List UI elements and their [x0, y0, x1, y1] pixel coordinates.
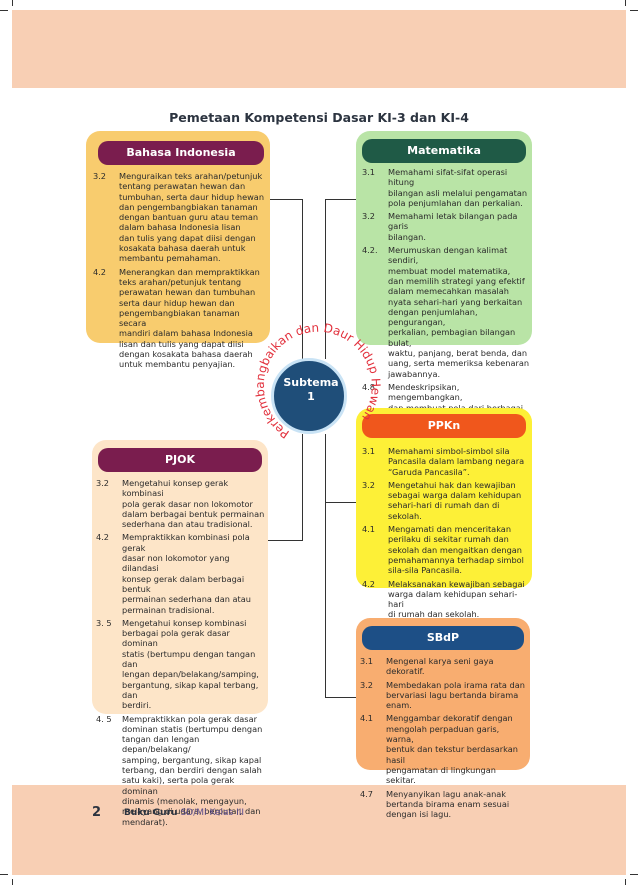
footer-band	[12, 785, 626, 875]
crop-mark	[625, 0, 626, 6]
bahasa-indonesia-heading: Bahasa Indonesia	[98, 141, 264, 165]
connector-line	[302, 199, 303, 359]
matematika-heading: Matematika	[362, 139, 526, 163]
page-number: 2	[92, 805, 102, 820]
subtema-circle	[271, 358, 347, 434]
header-band	[12, 10, 626, 88]
connector-line	[302, 434, 303, 540]
page-title: Pemetaan Kompetensi Dasar KI-3 dan KI-4	[169, 110, 469, 125]
bahasa-indonesia-card	[86, 131, 270, 343]
matematika-card	[356, 131, 532, 345]
connector-line	[325, 502, 360, 503]
book-title: Buku Guru SD/MI Kelas III	[124, 808, 245, 818]
crop-mark	[12, 0, 13, 6]
ppkn-card	[356, 408, 532, 588]
connector-line	[325, 434, 326, 698]
crop-mark	[630, 10, 638, 11]
sbdp-heading: SBdP	[362, 626, 524, 650]
pjok-heading: PJOK	[98, 448, 262, 472]
connector-line	[270, 199, 303, 200]
connector-line	[325, 199, 360, 200]
crop-mark	[0, 10, 8, 11]
crop-mark	[12, 879, 13, 885]
pjok-card	[92, 440, 268, 714]
crop-mark	[0, 874, 8, 875]
connector-line	[325, 697, 358, 698]
subtema-label: Subtema 1	[283, 376, 339, 403]
crop-mark	[630, 874, 638, 875]
ppkn-heading: PPKn	[362, 414, 526, 438]
connector-line	[268, 540, 303, 541]
connector-line	[325, 199, 326, 359]
crop-mark	[625, 879, 626, 885]
list-item: 4.2.Merumuskan dengan kalimat sendiri, m…	[362, 245, 530, 379]
